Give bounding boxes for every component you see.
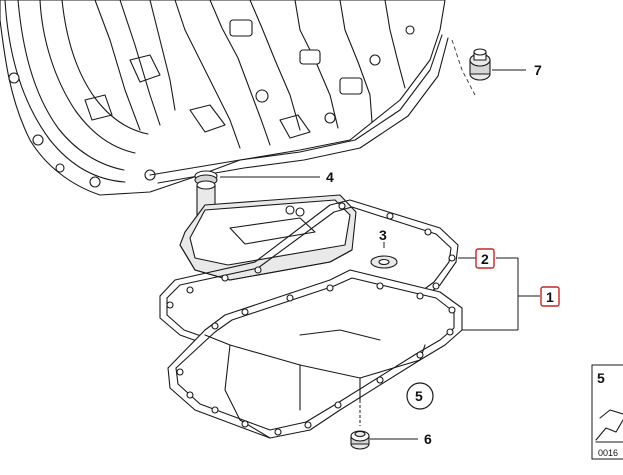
callout-7: 7 (534, 62, 542, 78)
oil-pan (167, 269, 476, 439)
part-4-oil-filter: 4 (179, 169, 357, 281)
callout-1-bracket (476, 257, 540, 331)
alignment-dashed-line (451, 39, 476, 96)
callout-6: 6 (424, 431, 432, 447)
part-7-screw-plug: 7 (469, 48, 542, 81)
callout-3: 3 (379, 227, 387, 243)
callout-4: 4 (326, 169, 334, 185)
legend-code: 0016 (598, 448, 618, 458)
callout-1: 1 (546, 289, 554, 305)
callout-1-box: 1 (540, 286, 560, 307)
part-6-drain-plug: 6 (350, 400, 432, 450)
callout-2: 2 (481, 251, 489, 267)
callout-5: 5 (415, 388, 423, 404)
legend-box: 5 0016 (591, 364, 623, 460)
legend-number: 5 (597, 370, 605, 386)
transmission-housing (0, 0, 449, 196)
callout-5-circle: 5 (406, 382, 434, 410)
callout-2-box: 2 (475, 248, 495, 269)
part-3-sealing-ring: 3 (370, 227, 398, 269)
